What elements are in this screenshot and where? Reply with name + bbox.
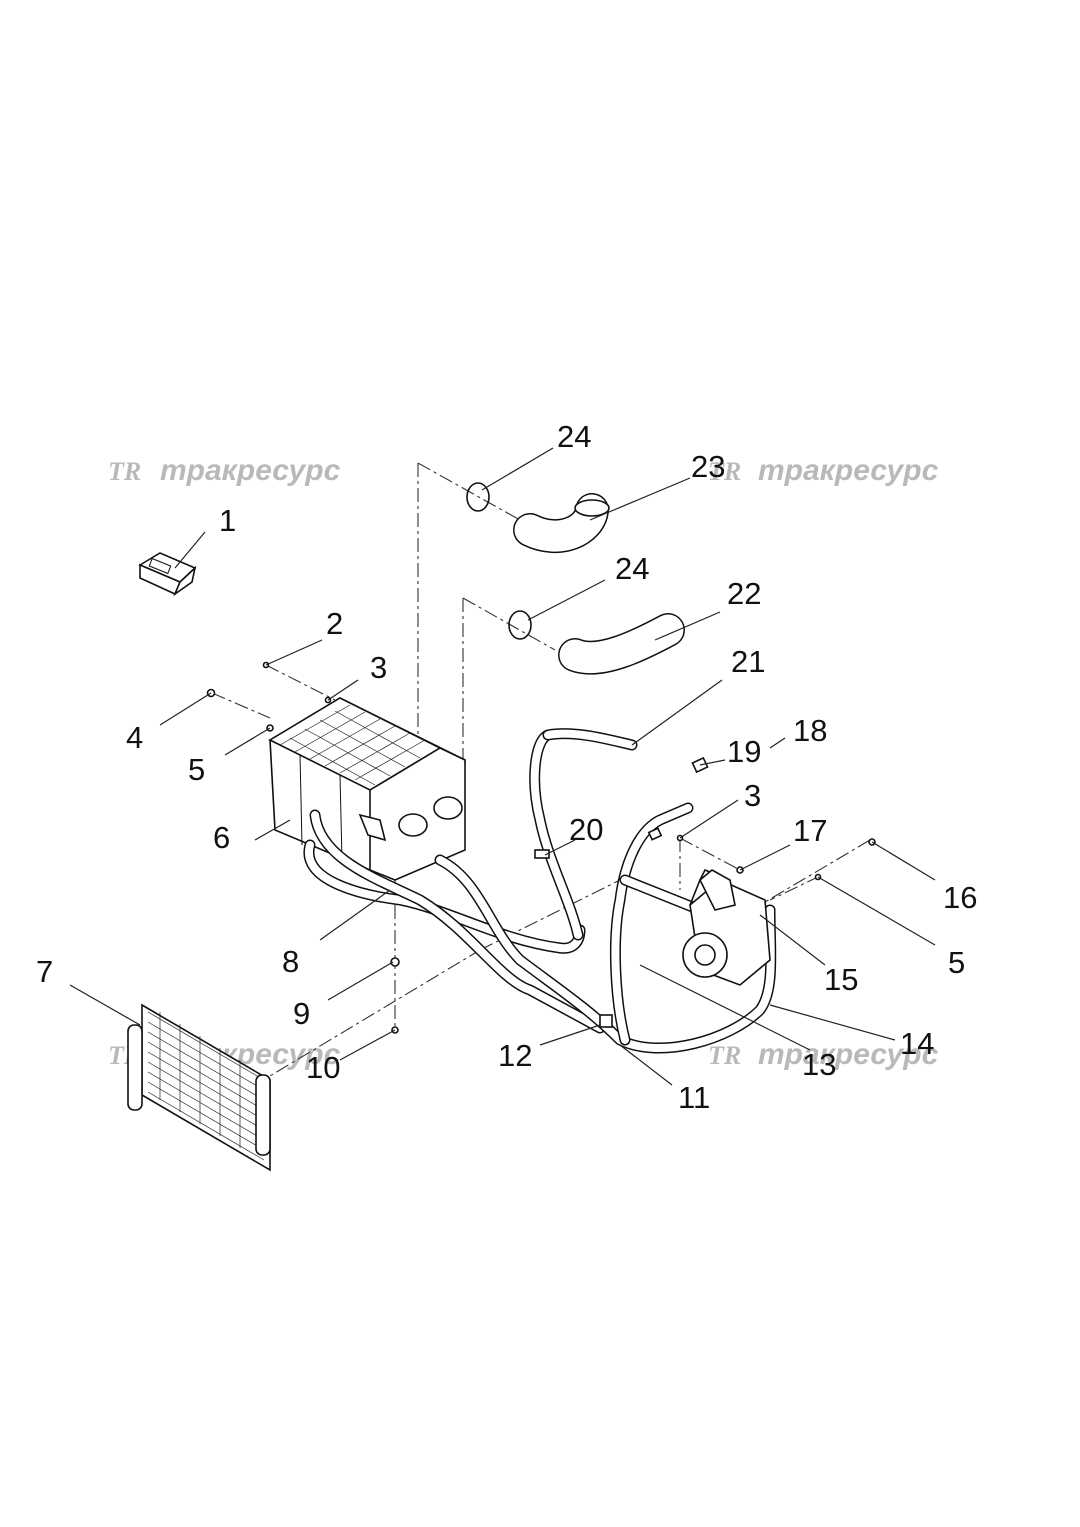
- callout-15: 15: [824, 962, 858, 997]
- callout-5: 5: [188, 752, 205, 787]
- callout-7: 7: [36, 954, 53, 989]
- callout-labels: 1 2 3 4 5 6 7 8 9 10 11 12 13 14 15 16 5…: [36, 419, 977, 1115]
- callout-10: 10: [306, 1050, 340, 1085]
- watermark-bottom-right: TR тракресурс: [708, 1038, 939, 1071]
- watermark-top-left: TR тракресурс: [108, 454, 341, 487]
- watermark-top-right: TR тракресурс: [708, 454, 939, 487]
- watermark-logo: TR: [108, 457, 141, 486]
- hose-clamps: [466, 482, 532, 640]
- leader-lines: [69, 447, 936, 1086]
- small-fittings: [390, 756, 876, 1034]
- callout-5-right: 5: [948, 945, 965, 980]
- hvac-unit-part: [268, 697, 466, 881]
- control-panel-part: [138, 552, 197, 597]
- watermark-brand: тракресурс: [160, 454, 341, 487]
- callout-19: 19: [727, 734, 761, 769]
- callout-1: 1: [219, 503, 236, 538]
- callout-24-middle: 24: [615, 551, 649, 586]
- callout-8: 8: [282, 944, 299, 979]
- callout-16: 16: [943, 880, 977, 915]
- callout-6: 6: [213, 820, 230, 855]
- heater-hose-22: [558, 613, 685, 675]
- callout-4: 4: [126, 720, 143, 755]
- callout-12: 12: [498, 1038, 532, 1073]
- callout-21: 21: [731, 644, 765, 679]
- refrigerant-hoses: [303, 728, 777, 1054]
- callout-22: 22: [727, 576, 761, 611]
- watermark-logo: TR: [708, 1041, 741, 1070]
- callout-2: 2: [326, 606, 343, 641]
- callout-23: 23: [691, 449, 725, 484]
- callout-11: 11: [678, 1080, 710, 1115]
- compressor-part: [682, 868, 771, 986]
- callout-18: 18: [793, 713, 827, 748]
- heater-hose-23: [513, 493, 610, 554]
- watermark-brand: тракресурс: [758, 454, 939, 487]
- callout-20: 20: [569, 812, 603, 847]
- watermark-logo: TR: [708, 457, 741, 486]
- callout-9: 9: [293, 996, 310, 1031]
- condenser-part: [127, 1003, 271, 1172]
- callout-13: 13: [802, 1047, 836, 1082]
- watermark-brand: тракресурс: [758, 1038, 939, 1071]
- callout-3-right: 3: [744, 778, 761, 813]
- callout-14: 14: [900, 1026, 934, 1061]
- callout-17: 17: [793, 813, 827, 848]
- callout-3: 3: [370, 650, 387, 685]
- callout-24-top: 24: [557, 419, 591, 454]
